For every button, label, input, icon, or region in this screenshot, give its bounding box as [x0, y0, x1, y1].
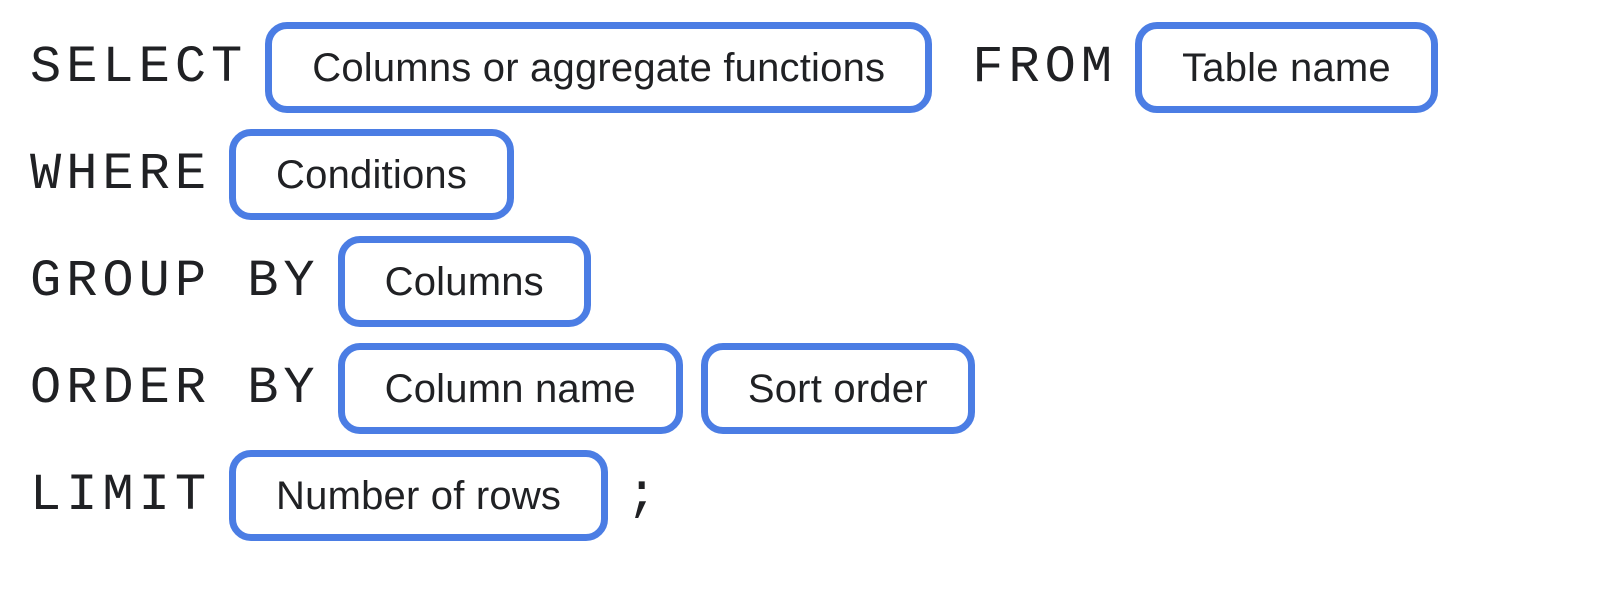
statement-terminator-semicolon: ; — [626, 465, 658, 525]
placeholder-box-table-name: Table name — [1135, 22, 1438, 113]
placeholder-box-sort-order: Sort order — [700, 343, 975, 434]
sql-line-group-by: GROUP BY Columns — [30, 236, 1600, 327]
placeholder-box-number-of-rows: Number of rows — [229, 450, 609, 541]
placeholder-box-columns-or-aggregates: Columns or aggregate functions — [265, 22, 933, 113]
placeholder-label-table-name: Table name — [1182, 45, 1391, 90]
sql-syntax-diagram: SELECT Columns or aggregate functions FR… — [30, 22, 1600, 541]
placeholder-label-conditions: Conditions — [276, 152, 468, 197]
placeholder-label-number-of-rows: Number of rows — [276, 473, 562, 518]
placeholder-label-sort-order: Sort order — [747, 366, 928, 411]
placeholder-label-group-columns: Columns — [384, 259, 544, 304]
keyword-order-by: ORDER BY — [30, 358, 320, 418]
placeholder-label-columns-or-aggregates: Columns or aggregate functions — [312, 45, 886, 90]
keyword-limit: LIMIT — [30, 465, 212, 525]
placeholder-box-group-columns: Columns — [337, 236, 591, 327]
keyword-select: SELECT — [30, 37, 248, 97]
sql-line-limit: LIMIT Number of rows ; — [30, 450, 1600, 541]
placeholder-box-conditions: Conditions — [229, 129, 515, 220]
keyword-from: FROM — [972, 37, 1118, 97]
sql-line-select: SELECT Columns or aggregate functions FR… — [30, 22, 1600, 113]
keyword-group-by: GROUP BY — [30, 251, 320, 311]
sql-line-order-by: ORDER BY Column name Sort order — [30, 343, 1600, 434]
keyword-where: WHERE — [30, 144, 212, 204]
placeholder-box-column-name: Column name — [337, 343, 683, 434]
placeholder-label-column-name: Column name — [384, 366, 636, 411]
sql-line-where: WHERE Conditions — [30, 129, 1600, 220]
